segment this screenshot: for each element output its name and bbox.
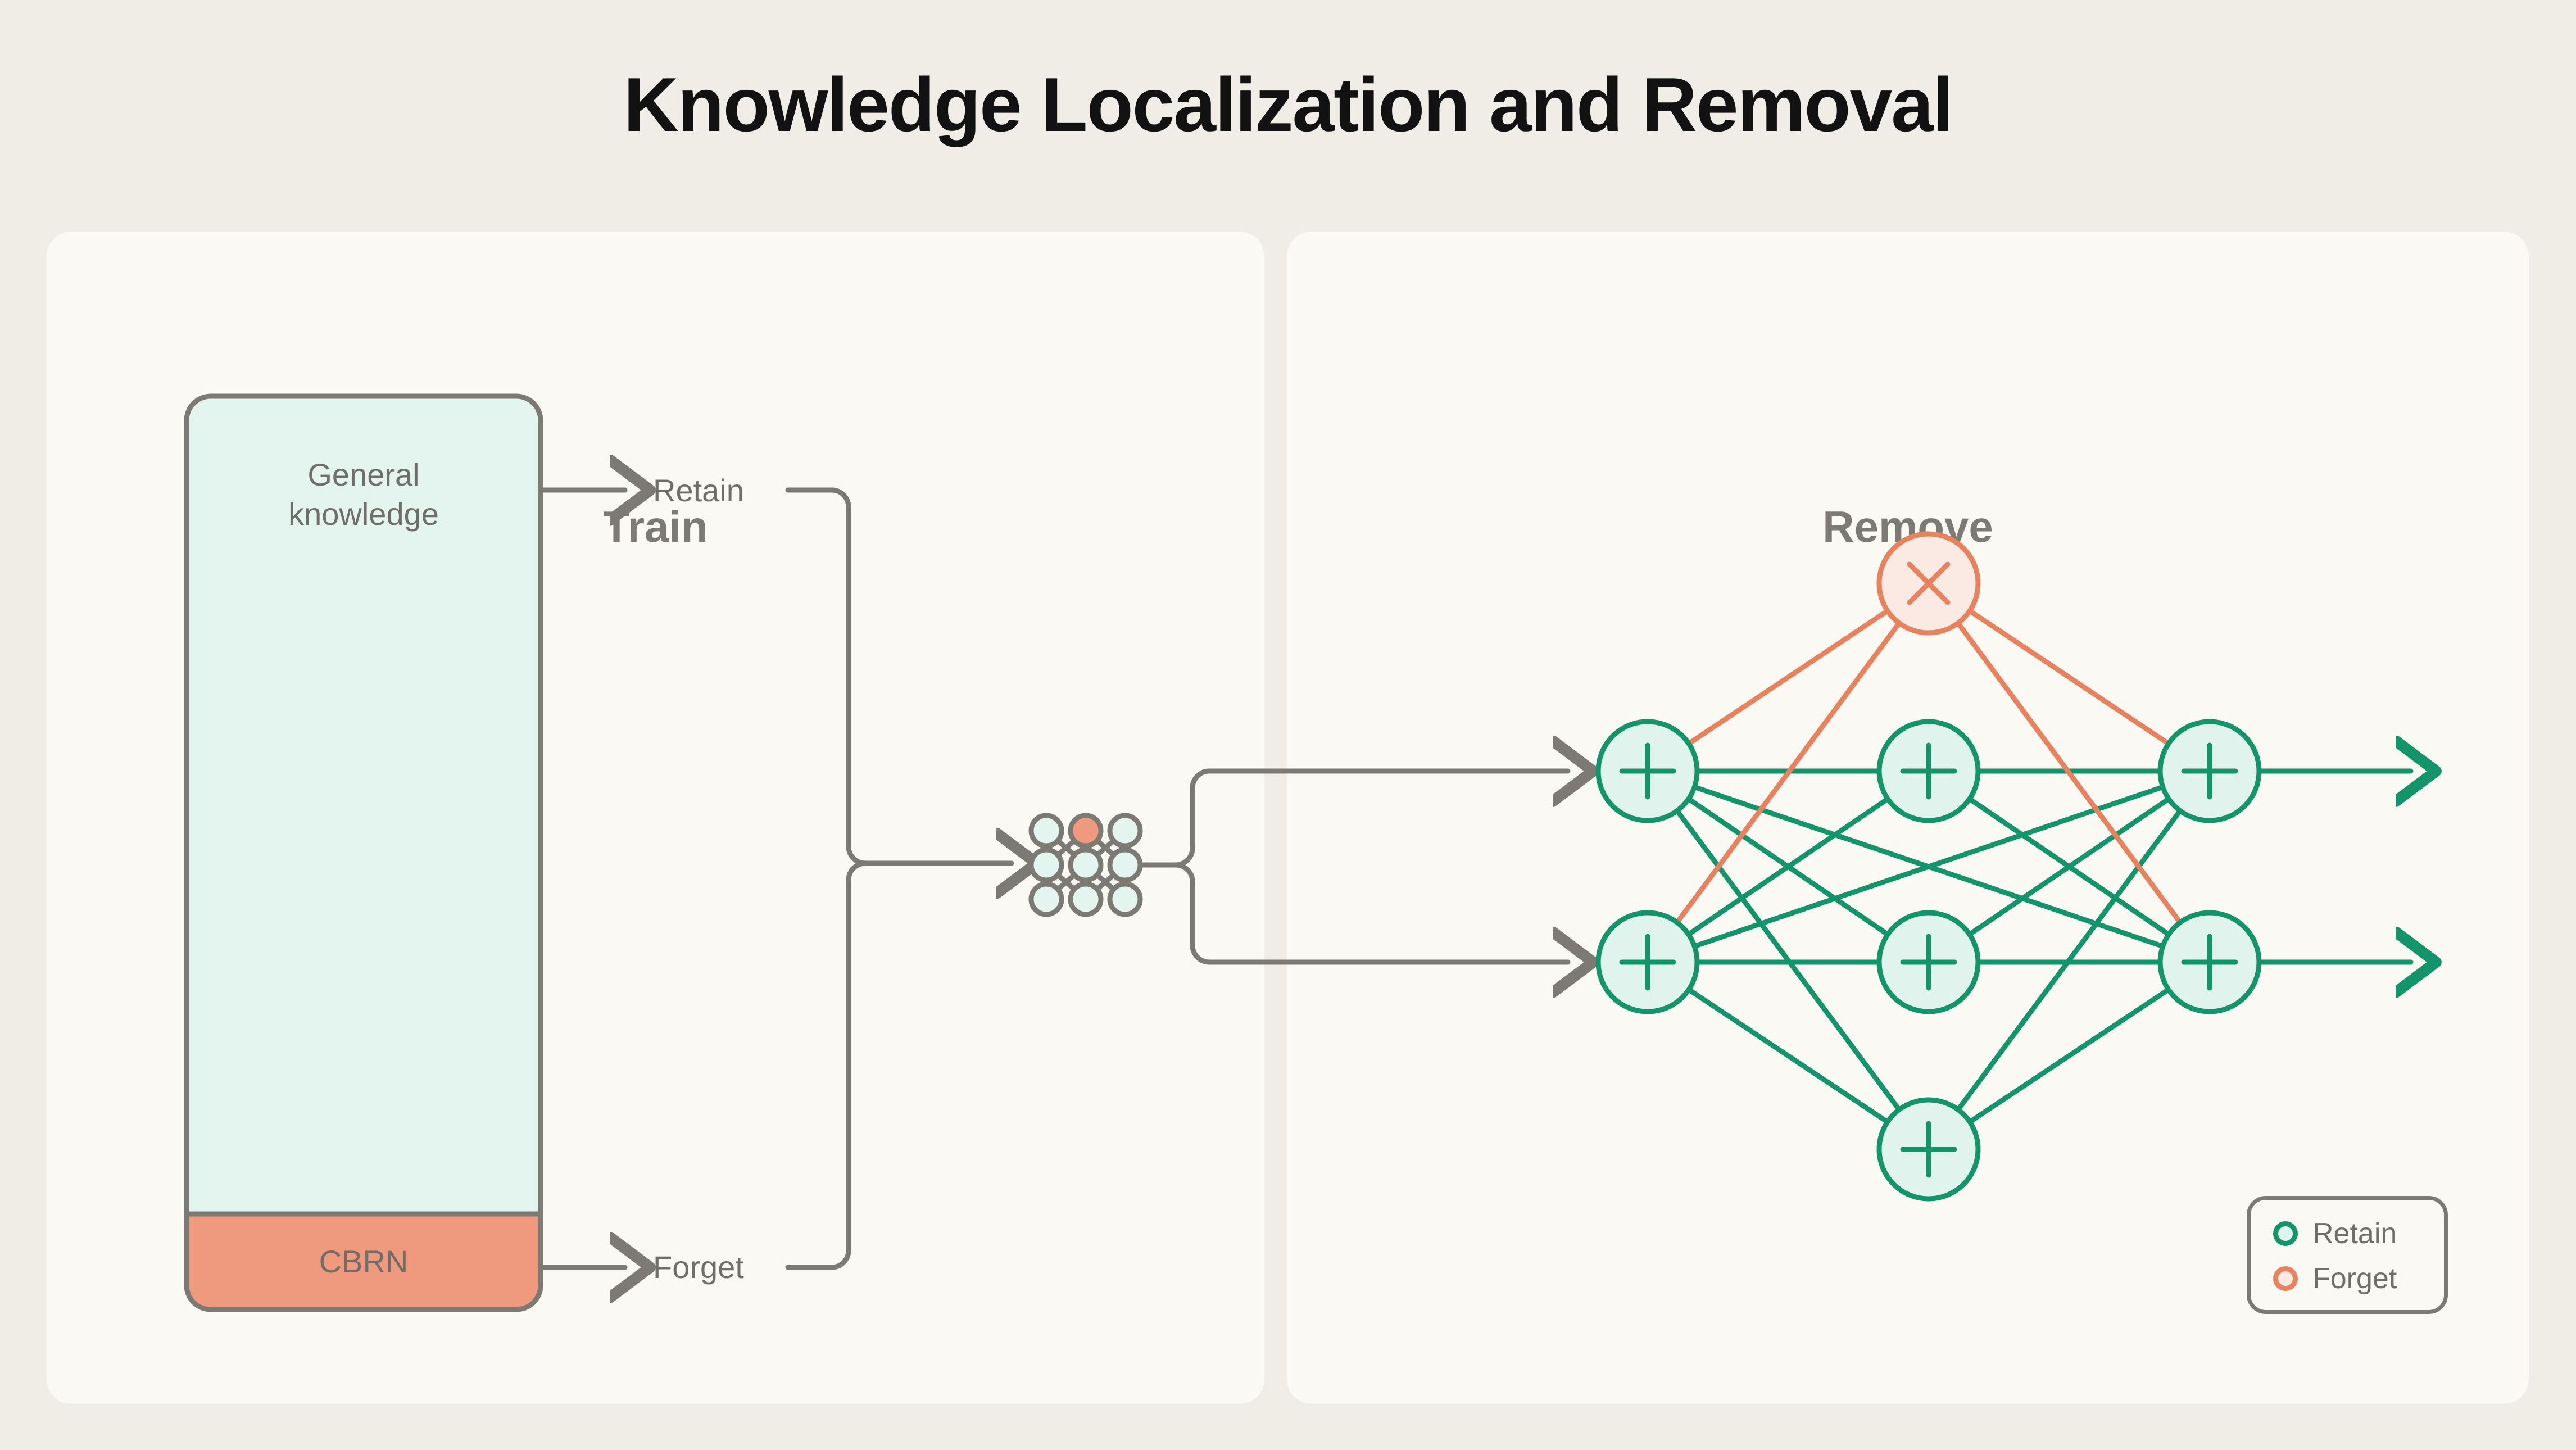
legend-item-retain: Retain: [2273, 1217, 2397, 1250]
general-knowledge-label-line1: General: [307, 457, 420, 492]
plus-icon: [2181, 934, 2238, 991]
forget-flow-label: Forget: [653, 1249, 744, 1285]
network-node-h3-bottom[interactable]: [2157, 910, 2262, 1014]
plus-icon: [1900, 934, 1957, 991]
legend-label-forget: Forget: [2312, 1262, 2397, 1295]
general-knowledge-label: General knowledge: [187, 455, 541, 534]
network-node-h-lower[interactable]: [1876, 1097, 1981, 1202]
general-knowledge-label-line2: knowledge: [288, 496, 439, 532]
grid-cell-2-1: [1068, 881, 1104, 917]
legend-label-retain: Retain: [2312, 1217, 2397, 1250]
network-node-forget[interactable]: [1876, 531, 1981, 636]
grid-cell-1-1: [1068, 847, 1104, 883]
edge-h1t-hlower: [1645, 768, 1931, 1152]
network-edges-retain: [1645, 768, 2411, 1152]
legend-item-forget: Forget: [2273, 1262, 2397, 1295]
cbrn-fill: [187, 1214, 541, 1309]
edge-forget-h1t: [1645, 581, 1931, 774]
chip-to-network-arrows: [1139, 771, 1568, 962]
network-node-h1-bottom[interactable]: [1595, 910, 1700, 1014]
edge-hlower-h3b: [1926, 959, 2212, 1152]
path-retain-to-chip: [785, 487, 868, 866]
plus-icon: [1619, 742, 1676, 800]
edge-h2b-h3t: [1926, 768, 2212, 965]
edge-h1b-hlower: [1645, 959, 1931, 1152]
grid-cell-1-0: [1028, 847, 1064, 883]
path-forget-to-chip: [785, 860, 868, 1270]
train-flow-arrows: [540, 487, 1012, 1270]
grid-cell-1-2: [1107, 847, 1143, 883]
plus-icon: [1619, 934, 1676, 991]
plus-icon: [2181, 742, 2238, 800]
network-node-h2-bottom[interactable]: [1876, 910, 1981, 1014]
edge-forget-h3b: [1926, 581, 2212, 965]
close-icon: [1907, 561, 1951, 605]
plus-icon: [1900, 1121, 1957, 1178]
page-title: Knowledge Localization and Removal: [623, 62, 1953, 147]
grid-cell-2-2: [1107, 881, 1143, 917]
edge-h1b-h3t: [1645, 768, 2212, 965]
data-box-outline: [184, 393, 543, 1312]
grid-cell-2-0: [1028, 881, 1064, 917]
edge-h1b-h2t: [1645, 768, 1931, 965]
cbrn-label: CBRN: [319, 1244, 409, 1279]
arrow-chip-to-top-input: [1139, 771, 1568, 868]
grid-cell-0-1-highlight: [1068, 813, 1104, 849]
data-box: [184, 393, 543, 1312]
retain-flow-label: Retain: [653, 473, 744, 508]
network-node-h1-top[interactable]: [1595, 719, 1700, 823]
general-knowledge-fill: [187, 396, 541, 1214]
edge-forget-h1b: [1645, 581, 1931, 965]
network-node-h3-top[interactable]: [2157, 719, 2262, 823]
network-edges-forget: [1645, 581, 2212, 965]
grid-cell-0-2: [1107, 813, 1143, 849]
grid-cell-0-0: [1028, 813, 1064, 849]
legend-dot-forget: [2273, 1266, 2298, 1291]
weight-grid-icon: [1028, 813, 1143, 917]
plus-icon: [1900, 742, 1957, 800]
edge-hlower-h3t: [1926, 768, 2212, 1152]
network-node-h2-top[interactable]: [1876, 719, 1981, 823]
legend-dot-retain: [2273, 1221, 2298, 1246]
edge-forget-h3t: [1926, 581, 2212, 774]
arrow-chip-to-bottom-input: [1139, 862, 1568, 962]
network-nodes: [1595, 531, 2262, 1202]
legend: Retain Forget: [2247, 1196, 2448, 1314]
